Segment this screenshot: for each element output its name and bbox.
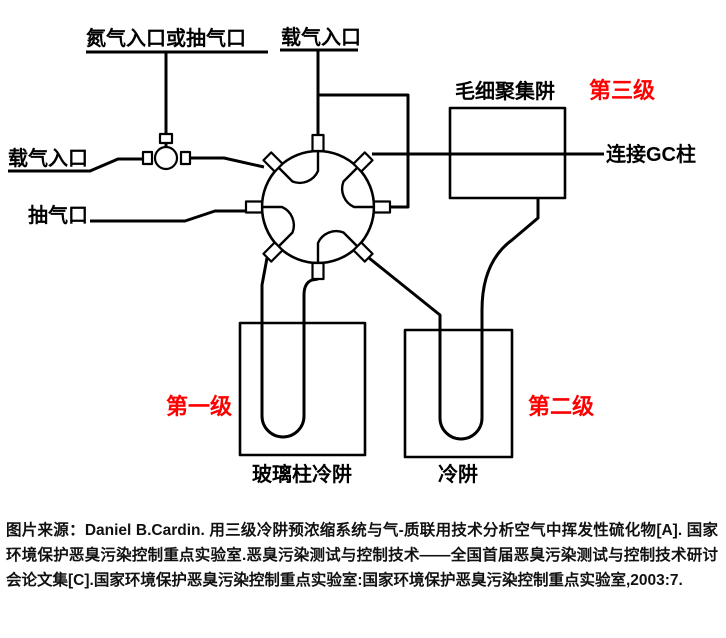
stage-label-second: 第二级 — [528, 394, 594, 419]
port-fitting-n — [311, 133, 325, 153]
label-glass-column-trap: 玻璃柱冷阱 — [252, 462, 352, 486]
port-fitting-w — [244, 200, 264, 214]
port-fitting-s — [311, 261, 325, 281]
trap2-tube — [368, 198, 540, 441]
valve-internal-channels — [262, 151, 374, 263]
trap1-tube — [260, 257, 319, 439]
carrier-left-leader-line — [8, 157, 145, 173]
nitrogen-inlet-leader-line — [86, 50, 268, 147]
stage-label-third: 第三级 — [589, 78, 655, 103]
diagram-svg: 氮气入口或抽气口 载气入口 载气入口 抽气口 毛细聚集阱 连接GC柱 玻璃柱冷阱… — [8, 25, 696, 486]
label-carrier-inlet-left: 载气入口 — [8, 146, 88, 170]
stage3-trap-box — [448, 106, 567, 200]
caption-source-text: 图片来源：Daniel B.Cardin. 用三级冷阱预浓缩系统与气-质联用技术… — [6, 521, 718, 589]
label-connect-gc: 连接GC柱 — [606, 142, 696, 166]
trap1-box — [238, 321, 367, 457]
pump-port-leader-line — [90, 209, 248, 223]
bypass-tube — [318, 93, 410, 209]
tee-to-valve-tube — [189, 156, 265, 169]
label-capillary-trap: 毛细聚集阱 — [455, 79, 555, 103]
port-fitting-sw — [262, 241, 284, 263]
port-fitting-e — [372, 200, 392, 214]
label-carrier-inlet-top: 载气入口 — [281, 25, 361, 49]
stage-label-first: 第一级 — [166, 394, 232, 419]
preconcentrator-diagram: 氮气入口或抽气口 载气入口 载气入口 抽气口 毛细聚集阱 连接GC柱 玻璃柱冷阱… — [8, 25, 696, 486]
port-fitting-ne — [352, 151, 374, 173]
trap2-box — [403, 328, 514, 459]
tee-valve — [141, 132, 192, 171]
label-pump-port: 抽气口 — [28, 203, 88, 227]
label-nitrogen-or-pump-inlet: 氮气入口或抽气口 — [86, 26, 246, 50]
port-fitting-nw — [262, 151, 284, 173]
valve-ports — [244, 133, 392, 281]
label-cold-trap: 冷阱 — [438, 462, 478, 486]
port-fitting-se — [352, 241, 374, 263]
